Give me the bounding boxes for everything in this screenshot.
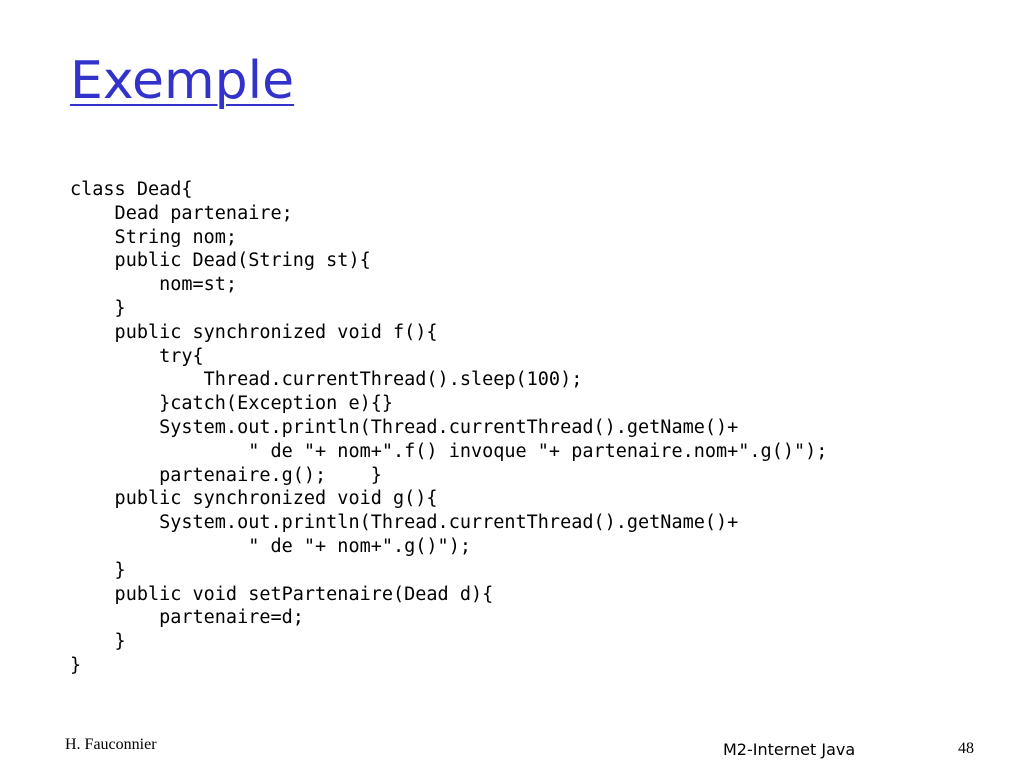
- code-line: try{: [70, 345, 204, 367]
- code-line: partenaire=d;: [70, 607, 304, 629]
- code-line: }: [70, 559, 126, 581]
- code-line: class Dead{: [70, 179, 193, 200]
- code-line: public synchronized void g(){: [70, 488, 438, 510]
- slide-title: Exemple: [70, 51, 295, 111]
- code-line: }catch(Exception e){}: [70, 393, 394, 415]
- code-line: public void setPartenaire(Dead d){: [70, 583, 494, 605]
- code-line: partenaire.g(); }: [70, 464, 382, 486]
- code-line: nom=st;: [70, 274, 238, 296]
- code-line: }: [70, 654, 82, 676]
- code-line: String nom;: [70, 226, 238, 248]
- code-line: " de "+ nom+".g()");: [70, 535, 471, 557]
- code-line: Dead partenaire;: [70, 202, 293, 224]
- code-line: " de "+ nom+".f() invoque "+ partenaire.…: [70, 440, 828, 462]
- code-line: public Dead(String st){: [70, 250, 371, 272]
- code-line: System.out.println(Thread.currentThread(…: [70, 512, 739, 534]
- footer-author: H. Fauconnier: [65, 736, 157, 753]
- code-line: }: [70, 631, 126, 653]
- code-line: }: [70, 297, 126, 319]
- code-line: Thread.currentThread().sleep(100);: [70, 369, 583, 391]
- footer-course-title: M2-Internet Java: [723, 740, 856, 759]
- page-number: 48: [958, 740, 974, 757]
- code-line: System.out.println(Thread.currentThread(…: [70, 416, 739, 438]
- code-block: class Dead{ Dead partenaire; String nom;…: [70, 178, 970, 678]
- code-line: public synchronized void f(){: [70, 321, 438, 343]
